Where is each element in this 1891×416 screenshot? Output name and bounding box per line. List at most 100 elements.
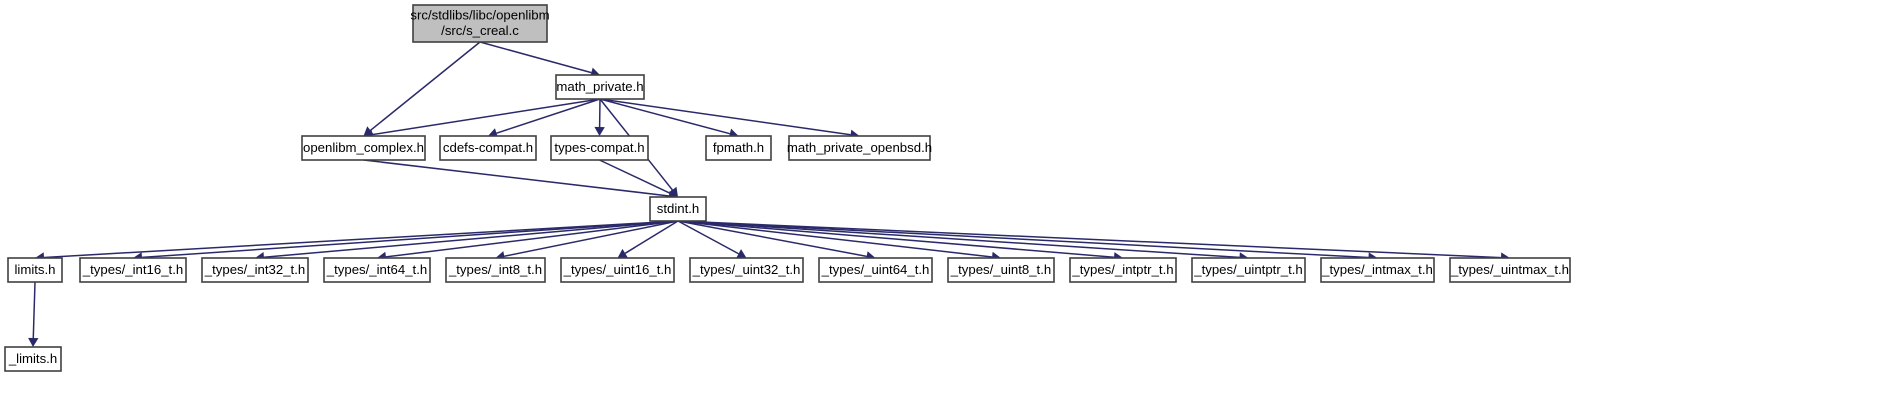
node-box[interactable] — [649, 196, 707, 222]
node-cdefs_compat[interactable]: cdefs-compat.h — [439, 135, 537, 161]
node-label: _types/_intmax_t.h — [1321, 262, 1433, 277]
node-label: _types/_uint16_t.h — [563, 262, 672, 277]
node-label: limits.h — [14, 262, 55, 277]
edge-line — [263, 220, 679, 258]
node-label: _types/_uint32_t.h — [692, 262, 801, 277]
edge-limits-to-_limits — [28, 281, 39, 347]
node-box[interactable] — [301, 135, 426, 161]
node-label: _types/_intptr_t.h — [1071, 262, 1173, 277]
edge-stdint-to-uintmax — [677, 220, 1510, 263]
node-limits[interactable]: limits.h — [7, 257, 63, 283]
edge-line — [141, 220, 679, 259]
edge-stdint-to-uint16 — [617, 220, 679, 258]
edges-layer — [28, 41, 1510, 347]
edge-line — [372, 98, 601, 136]
node-box[interactable] — [1320, 257, 1435, 283]
edge-line — [624, 220, 679, 254]
node-math_private_obsd[interactable]: math_private_openbsd.h — [787, 135, 932, 161]
node-intmax[interactable]: _types/_intmax_t.h — [1320, 257, 1435, 283]
edge-line — [479, 41, 592, 74]
node-root[interactable]: src/stdlibs/libc/openlibm/src/s_creal.c — [410, 4, 550, 43]
node-box[interactable] — [445, 257, 546, 283]
edge-line — [363, 159, 670, 197]
node-uintmax[interactable]: _types/_uintmax_t.h — [1449, 257, 1571, 283]
node-box[interactable] — [555, 74, 645, 100]
edge-line — [677, 220, 993, 258]
edge-stdint-to-intmax — [677, 220, 1378, 263]
node-box[interactable] — [412, 4, 548, 43]
node-box[interactable] — [7, 257, 63, 283]
edge-line — [677, 220, 1502, 259]
node-label: _types/_int16_t.h — [82, 262, 183, 277]
node-label: _types/_int8_t.h — [448, 262, 542, 277]
node-box[interactable] — [1449, 257, 1571, 283]
node-label-line1: src/stdlibs/libc/openlibm — [410, 8, 549, 23]
edge-line — [504, 220, 679, 257]
node-int64[interactable]: _types/_int64_t.h — [323, 257, 431, 283]
edge-line — [677, 220, 867, 258]
edge-math_private-to-types_compat — [594, 98, 605, 136]
node-box[interactable] — [550, 135, 649, 161]
node-label: math_private_openbsd.h — [787, 140, 932, 155]
node-label: _types/_uintptr_t.h — [1193, 262, 1303, 277]
node-label: math_private.h — [556, 79, 643, 94]
edge-math_private-to-cdefs_compat — [488, 98, 601, 139]
node-box[interactable] — [323, 257, 431, 283]
node-box[interactable] — [560, 257, 675, 283]
edge-stdint-to-uintptr — [677, 220, 1249, 263]
edge-stdint-to-int16 — [133, 220, 679, 263]
node-label: _types/_uint8_t.h — [950, 262, 1051, 277]
edge-arrowhead — [28, 337, 39, 347]
edge-line — [677, 220, 1115, 259]
node-box[interactable] — [947, 257, 1055, 283]
node-label: _types/_uint64_t.h — [821, 262, 930, 277]
edge-line — [32, 281, 36, 339]
edge-line — [677, 220, 1240, 259]
node-int8[interactable]: _types/_int8_t.h — [445, 257, 546, 283]
edge-arrowhead — [594, 126, 605, 136]
edge-math_private-to-fpmath — [599, 98, 739, 139]
edge-line — [599, 98, 730, 135]
node-types_compat[interactable]: types-compat.h — [550, 135, 649, 161]
node-box[interactable] — [1191, 257, 1306, 283]
edge-arrowhead — [617, 248, 628, 258]
node-uint64[interactable]: _types/_uint64_t.h — [818, 257, 933, 283]
node-label: cdefs-compat.h — [443, 140, 533, 155]
edge-root-to-openlibm_complex — [363, 41, 481, 136]
edge-line — [385, 220, 679, 258]
node-box[interactable] — [689, 257, 804, 283]
node-intptr[interactable]: _types/_intptr_t.h — [1069, 257, 1177, 283]
node-uint16[interactable]: _types/_uint16_t.h — [560, 257, 675, 283]
node-uint32[interactable]: _types/_uint32_t.h — [689, 257, 804, 283]
node-uintptr[interactable]: _types/_uintptr_t.h — [1191, 257, 1306, 283]
node-label: _limits.h — [8, 351, 57, 366]
edge-root-to-math_private — [479, 41, 600, 78]
node-label: stdint.h — [657, 201, 700, 216]
edge-openlibm_complex-to-stdint — [363, 159, 678, 202]
node-stdint[interactable]: stdint.h — [649, 196, 707, 222]
nodes-layer: src/stdlibs/libc/openlibm/src/s_creal.cm… — [4, 4, 1571, 372]
node-box[interactable] — [1069, 257, 1177, 283]
node-openlibm_complex[interactable]: openlibm_complex.h — [301, 135, 426, 161]
edge-line — [496, 98, 601, 134]
node-box[interactable] — [79, 257, 187, 283]
edge-line — [370, 41, 481, 131]
node-box[interactable] — [788, 135, 931, 161]
node-box[interactable] — [201, 257, 309, 283]
node-int32[interactable]: _types/_int32_t.h — [201, 257, 309, 283]
node-fpmath[interactable]: fpmath.h — [705, 135, 772, 161]
node-int16[interactable]: _types/_int16_t.h — [79, 257, 187, 283]
node-box[interactable] — [439, 135, 537, 161]
edge-line — [599, 98, 851, 136]
edge-stdint-to-int64 — [377, 220, 679, 263]
node-math_private[interactable]: math_private.h — [555, 74, 645, 100]
node-box[interactable] — [705, 135, 772, 161]
edge-line — [599, 159, 671, 194]
node-box[interactable] — [4, 346, 62, 372]
edge-stdint-to-uint8 — [677, 220, 1001, 263]
node-box[interactable] — [818, 257, 933, 283]
node-uint8[interactable]: _types/_uint8_t.h — [947, 257, 1055, 283]
node-_limits[interactable]: _limits.h — [4, 346, 62, 372]
